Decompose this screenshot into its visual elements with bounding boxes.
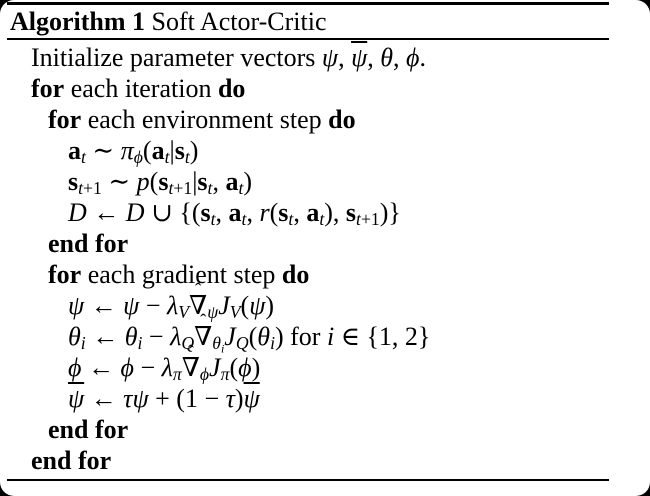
algorithm-line: for each environment step do [48,105,356,134]
algorithm-name: Soft Actor-Critic [151,7,327,36]
algorithm-line: end for [48,415,129,444]
algorithm-line: D ← D ∪ {(st, at, r(st, at), st+1)} [68,198,401,229]
algorithm-line: end for [31,446,112,475]
algorithm-line: at ∼ πϕ(at|st) [68,136,199,167]
algorithm-body: Initialize parameter vectors ψ, ψ, θ, ϕ.… [7,40,609,479]
algorithm-header: Algorithm 1 Soft Actor-Critic [7,5,609,38]
header-rule [7,38,609,40]
algorithm-frame: Algorithm 1 Soft Actor-Critic Initialize… [7,2,609,481]
algorithm-line: for each iteration do [31,74,246,103]
algorithm-line: st+1 ∼ p(st+1|st, at) [68,167,253,198]
algorithm-line: for each gradient step do [48,260,310,289]
algorithm-label: Algorithm 1 [10,7,146,36]
algorithm-line: end for [48,229,129,258]
algorithm-line: ψ ← τψ + (1 − τ)ψ [68,384,260,413]
bottom-rule [7,479,609,481]
top-rule [7,2,609,5]
algorithm-line: Initialize parameter vectors ψ, ψ, θ, ϕ. [31,43,426,72]
